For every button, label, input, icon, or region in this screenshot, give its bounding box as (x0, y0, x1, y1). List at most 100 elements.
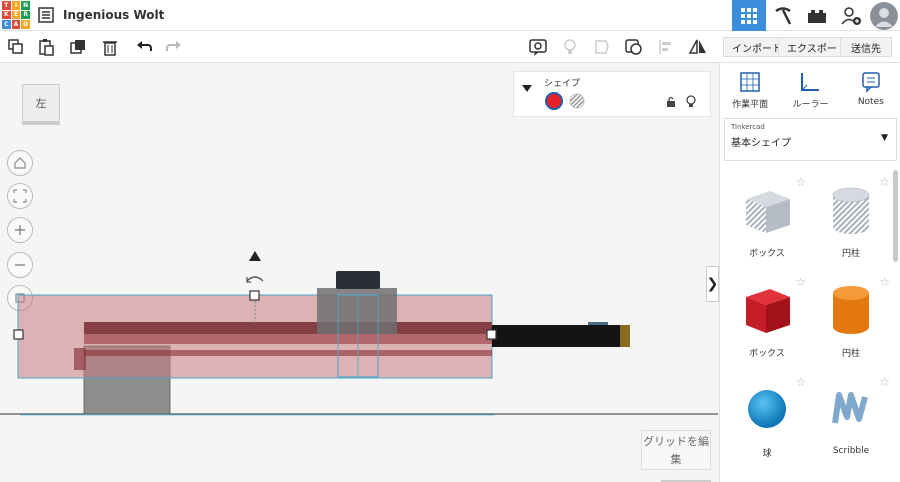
align-icon[interactable] (656, 37, 676, 57)
ruler-icon (801, 73, 820, 91)
duplicate-icon[interactable] (68, 37, 88, 57)
zoom-in-button[interactable] (7, 217, 33, 243)
shape-label: ボックス (749, 249, 785, 259)
cylinder-hole-icon (832, 187, 870, 234)
hole-swatch[interactable] (569, 93, 585, 109)
view-cube[interactable]: 左 (22, 84, 60, 122)
logo-letter: D (21, 20, 30, 29)
dark-rail-shape (84, 322, 492, 334)
shape-label: ボックス (749, 349, 785, 359)
add-user-button[interactable] (834, 0, 868, 31)
paste-icon[interactable] (36, 37, 56, 57)
favorite-star-icon[interactable]: ☆ (795, 275, 806, 289)
favorite-star-icon[interactable]: ☆ (879, 175, 890, 189)
lock-icon[interactable] (666, 96, 676, 108)
shape-item-sphere[interactable]: ☆ 球 (724, 373, 810, 473)
shape-item-cylinder-hole[interactable]: ☆ 円柱 (808, 173, 894, 273)
shape-panel-title: シェイプ (544, 79, 581, 89)
right-resize-handle (486, 329, 497, 340)
tinkercad-logo[interactable]: T I N K E R C A D (2, 1, 30, 29)
shape-label: Scribble (832, 446, 870, 456)
brick-icon (808, 9, 826, 23)
top-bar: T I N K E R C A D Ingenious Wolt (0, 0, 900, 31)
workplane-tool[interactable]: 作業平面 (720, 63, 780, 115)
add-user-icon (841, 6, 861, 25)
bar-marker-shape (588, 322, 608, 325)
logo-letter: R (21, 10, 30, 20)
logo-letter: C (2, 20, 11, 29)
scribble-icon (832, 392, 868, 424)
blocks-button[interactable] (766, 0, 800, 31)
top-resize-handle (249, 290, 260, 301)
group-icon[interactable] (592, 37, 612, 57)
comment-icon[interactable] (528, 37, 548, 57)
list-menu-icon[interactable] (38, 7, 54, 23)
shape-item-cylinder[interactable]: ☆ 円柱 (808, 273, 894, 373)
box-hole-icon (746, 191, 790, 233)
avatar-icon (870, 1, 898, 30)
chevron-right-icon: ❯ (706, 276, 719, 292)
red-box-icon (746, 289, 790, 333)
shape-item-box-hole[interactable]: ☆ ボックス (724, 173, 810, 273)
grid-icon (741, 7, 757, 24)
edit-grid-label-2: 集 (670, 453, 682, 466)
solid-color-swatch[interactable] (544, 91, 564, 111)
trash-icon[interactable] (100, 37, 120, 57)
logo-letter: I (11, 1, 21, 10)
model-viewport[interactable] (0, 63, 718, 482)
logo-letter: K (2, 10, 11, 20)
notes-tool[interactable]: Notes (841, 63, 900, 115)
edit-grid-label-1: グリッドを編 (643, 435, 709, 448)
edit-grid-button[interactable]: グリッドを編 集 (641, 430, 711, 470)
fit-view-button[interactable] (7, 183, 33, 209)
logo-letter: T (2, 1, 11, 10)
plus-icon (15, 225, 25, 235)
redo-icon[interactable] (164, 37, 184, 57)
favorite-star-icon[interactable]: ☆ (879, 275, 890, 289)
shapes-scrollbar[interactable] (893, 170, 898, 262)
logo-letter: A (11, 20, 21, 29)
shape-label: 円柱 (841, 249, 860, 259)
logo-letter: E (11, 10, 21, 20)
workplane-canvas[interactable]: 左 シェイプ (0, 63, 718, 482)
avatar[interactable] (868, 0, 900, 31)
left-resize-handle (13, 329, 24, 340)
workplane-icon (740, 72, 760, 92)
3d-design-button[interactable] (732, 0, 766, 31)
favorite-star-icon[interactable]: ☆ (879, 375, 890, 389)
hole-icon[interactable] (624, 37, 644, 57)
panel-collapse-button[interactable]: ❯ (706, 266, 719, 302)
lightbulb-icon[interactable] (560, 37, 580, 57)
snap-grid-control[interactable] (661, 480, 711, 482)
shapes-panel: 作業平面 ルーラー Notes Tinkercad 基本シェイプ ▼ ☆ ボック… (719, 63, 900, 482)
favorite-star-icon[interactable]: ☆ (795, 175, 806, 189)
favorite-star-icon[interactable]: ☆ (795, 375, 806, 389)
mid-rail-shape (84, 334, 492, 344)
zoom-out-button[interactable] (7, 252, 33, 278)
library-source: Tinkercad (731, 123, 765, 131)
top-block-shape (317, 288, 397, 334)
ruler-tool[interactable]: ルーラー (780, 63, 840, 115)
library-dropdown[interactable]: Tinkercad 基本シェイプ ▼ (724, 118, 897, 161)
workplane-label: 作業平面 (732, 100, 769, 110)
home-view-button[interactable] (7, 150, 33, 176)
lift-arrow-handle (249, 251, 261, 261)
library-category: 基本シェイプ (731, 138, 791, 149)
fit-icon (13, 189, 27, 203)
collapse-arrow-icon[interactable] (522, 85, 532, 93)
shape-item-scribble[interactable]: ☆ Scribble (808, 373, 894, 473)
pickaxe-icon (775, 6, 792, 25)
cap-shape (336, 271, 380, 289)
project-name[interactable]: Ingenious Wolt (63, 8, 165, 22)
logo-letter: N (21, 1, 30, 10)
undo-icon[interactable] (134, 37, 154, 57)
export-button[interactable]: エクスポート (778, 37, 856, 57)
mirror-icon[interactable] (688, 37, 708, 57)
bricks-button[interactable] (800, 0, 834, 31)
notes-label: Notes (857, 97, 884, 107)
visibility-bulb-icon[interactable] (686, 95, 696, 109)
copy-icon[interactable] (6, 37, 26, 57)
shape-item-box[interactable]: ☆ ボックス (724, 273, 810, 373)
send-to-button[interactable]: 送信先 (840, 37, 892, 57)
shape-label: 円柱 (841, 349, 860, 359)
